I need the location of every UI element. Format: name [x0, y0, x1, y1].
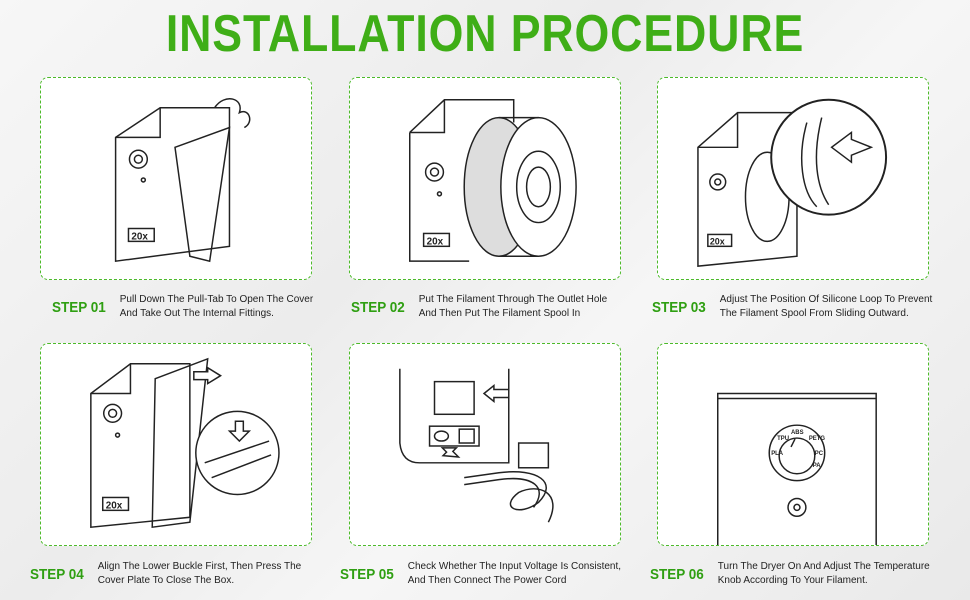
display-text: 20x [427, 236, 444, 247]
step-number: STEP 01 [52, 298, 106, 316]
knob-label-petg: PETG [809, 436, 826, 442]
display-text: 20x [710, 236, 725, 246]
step-text-line: Align The Lower Buckle First, Then Press… [97, 561, 302, 572]
step-number: STEP 06 [650, 565, 704, 583]
step-text-line: Turn The Dryer On And Adjust The Tempera… [717, 561, 930, 572]
step-number: STEP 03 [652, 298, 706, 316]
display-text: 20x [106, 500, 123, 511]
step-04-illustration: 20x [40, 343, 312, 546]
step-01-caption: STEP 01 Pull Down The Pull-Tab To Open T… [52, 293, 360, 321]
step-text-line: Knob According To Your Filament. [717, 575, 868, 586]
step-text-line: Put The Filament Through The Outlet Hole [418, 294, 608, 305]
step-number: STEP 04 [30, 565, 84, 583]
step-text-line: Pull Down The Pull-Tab To Open The Cover [119, 294, 314, 305]
knob-label-pc: PC [815, 451, 824, 457]
step-05-caption: STEP 05 Check Whether The Input Voltage … [340, 560, 648, 588]
knob-label-pa: PA [813, 463, 822, 469]
step-02-caption: STEP 02 Put The Filament Through The Out… [351, 293, 659, 321]
knob-label-tpu: TPU [777, 436, 789, 442]
display-text: 20x [131, 231, 148, 242]
step-text-line: Cover Plate To Close The Box. [97, 575, 235, 586]
step-03-caption: STEP 03 Adjust The Position Of Silicone … [652, 293, 970, 321]
step-06-caption: STEP 06 Turn The Dryer On And Adjust The… [650, 560, 958, 588]
step-text-line: The Filament Spool From Sliding Outward. [719, 308, 909, 319]
step-02-illustration: 20x [349, 77, 621, 280]
step-number: STEP 02 [351, 298, 405, 316]
step-03-illustration: 20x [657, 77, 929, 280]
step-06-illustration: PLA TPU ABS PETG PC PA [657, 343, 929, 546]
step-text-line: And Take Out The Internal Fittings. [119, 308, 274, 319]
step-text-line: Check Whether The Input Voltage Is Consi… [407, 561, 622, 572]
step-text-line: And Then Connect The Power Cord [407, 575, 567, 586]
step-text-line: Adjust The Position Of Silicone Loop To … [719, 294, 933, 305]
step-04-caption: STEP 04 Align The Lower Buckle First, Th… [30, 560, 338, 588]
step-01-illustration: 20x [40, 77, 312, 280]
page-title: INSTALLATION PROCEDURE [165, 5, 805, 63]
step-text-line: And Then Put The Filament Spool In [418, 308, 581, 319]
step-number: STEP 05 [340, 565, 394, 583]
knob-label-pla: PLA [771, 451, 784, 457]
knob-label-abs: ABS [791, 430, 804, 436]
step-05-illustration [349, 343, 621, 546]
